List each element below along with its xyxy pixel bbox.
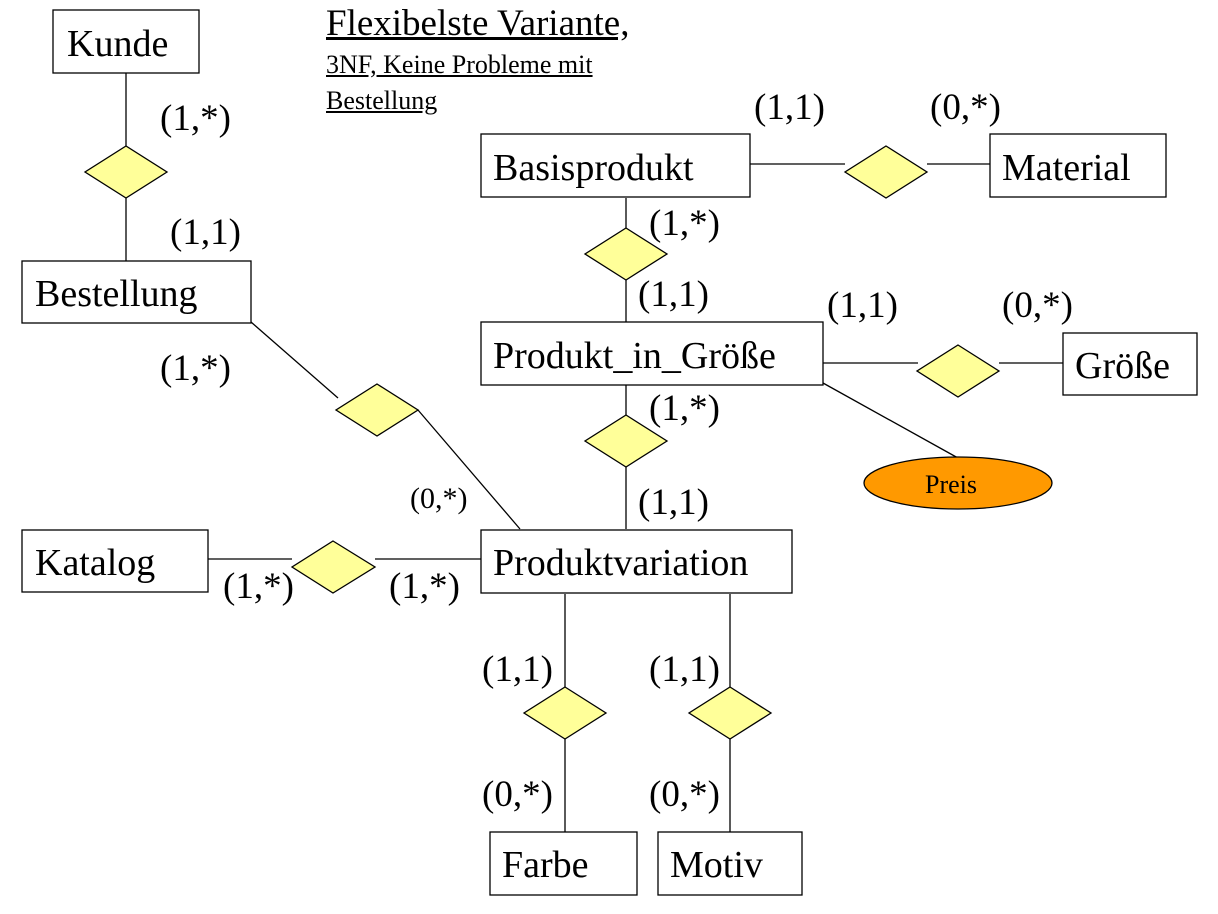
- entity-motiv: [657, 831, 803, 896]
- cardinality-produktvariation-katalog: (1,*): [389, 566, 460, 607]
- entity-farbe-label: Farbe: [502, 844, 589, 886]
- cardinality-katalog: (1,*): [223, 566, 294, 607]
- cardinality-material: (0,*): [930, 87, 1001, 128]
- cardinality-motiv: (0,*): [649, 774, 720, 815]
- relationship-basisprodukt-produkt-in-groesse: [583, 227, 669, 281]
- relationship-basisprodukt-material: [843, 145, 929, 199]
- entity-motiv-label: Motiv: [670, 844, 763, 886]
- cardinality-produktvariation-pig: (1,1): [638, 482, 709, 523]
- cardinality-produktvariation-bestellung: (0,*): [410, 482, 467, 515]
- line-pig-preis: [822, 382, 959, 459]
- cardinality-bestellung-produktvariation: (1,*): [160, 348, 231, 389]
- line-bestellung-rel: [250, 321, 339, 399]
- attribute-preis: [863, 456, 1053, 510]
- entities: [21, 9, 1198, 896]
- relationship-produktvariation-motiv: [687, 686, 773, 740]
- entity-produktvariation: [480, 529, 793, 594]
- entity-katalog-label: Katalog: [35, 542, 155, 584]
- entity-material: [989, 133, 1167, 198]
- entity-katalog: [21, 529, 209, 593]
- cardinality-groesse: (0,*): [1002, 285, 1073, 326]
- relationship-kunde-bestellung: [83, 145, 169, 199]
- entity-produkt-in-groesse: [480, 321, 824, 386]
- entity-produkt-in-groesse-label: Produkt_in_Größe: [493, 335, 776, 377]
- cardinality-kunde: (1,*): [160, 98, 231, 139]
- entity-groesse-label: Größe: [1075, 345, 1170, 387]
- cardinality-produktvariation-motiv: (1,1): [649, 649, 720, 690]
- diagram-subtitle-line1: 3NF, Keine Probleme mit: [326, 50, 593, 79]
- cardinality-produktvariation-farbe: (1,1): [482, 649, 553, 690]
- entity-groesse: [1062, 332, 1198, 396]
- cardinality-pig-produktvariation: (1,*): [649, 388, 720, 429]
- entity-material-label: Material: [1002, 147, 1131, 189]
- cardinality-bestellung-kunde: (1,1): [170, 212, 241, 253]
- cardinality-basisprodukt-pig: (1,*): [649, 203, 720, 244]
- entity-bestellung: [21, 260, 252, 324]
- cardinality-pig-groesse: (1,1): [827, 285, 898, 326]
- diagram-title: Flexibelste Variante,: [326, 3, 630, 44]
- diagram-subtitle-line2: Bestellung: [326, 86, 438, 115]
- entity-basisprodukt-label: Basisprodukt: [493, 147, 694, 189]
- relationship-produkt-in-groesse-groesse: [915, 344, 1001, 398]
- entity-farbe: [489, 831, 638, 896]
- entity-kunde: [52, 9, 200, 74]
- cardinality-farbe: (0,*): [482, 774, 553, 815]
- relationship-produktvariation-farbe: [522, 686, 608, 740]
- relationship-produkt-in-groesse-produktvariation: [583, 414, 669, 468]
- entity-produktvariation-label: Produktvariation: [493, 542, 748, 584]
- entity-bestellung-label: Bestellung: [35, 273, 198, 315]
- cardinality-pig-basisprodukt: (1,1): [638, 274, 709, 315]
- entity-basisprodukt: [480, 133, 751, 198]
- cardinality-basisprodukt-material: (1,1): [754, 87, 825, 128]
- connector-lines: [125, 73, 1063, 832]
- relationship-bestellung-produktvariation: [334, 383, 420, 437]
- attribute-preis-label: Preis: [925, 470, 977, 499]
- line-rel-produktvariation: [417, 409, 521, 530]
- relationships: [83, 145, 1001, 740]
- entity-kunde-label: Kunde: [67, 23, 168, 65]
- relationship-katalog-produktvariation: [290, 540, 377, 594]
